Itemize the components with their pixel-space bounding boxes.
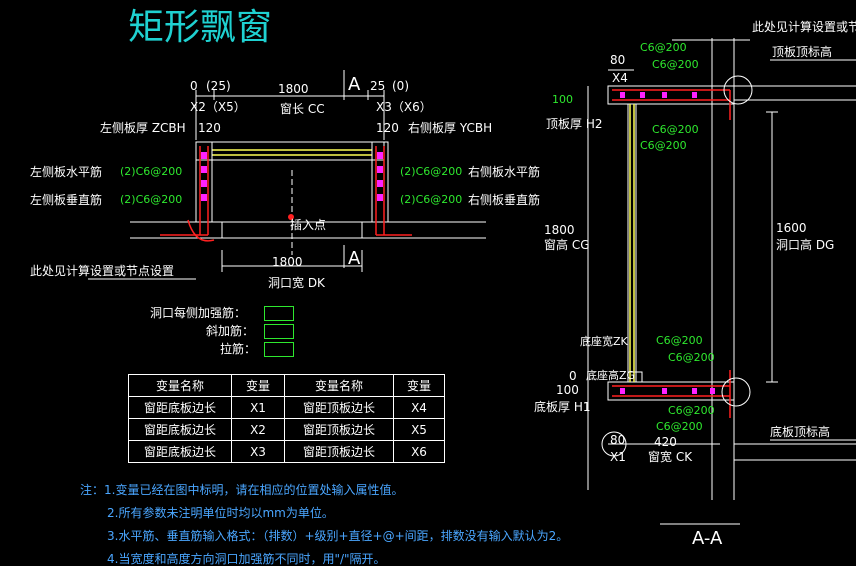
label-x2: X2（X5）	[190, 100, 246, 114]
plan-rebar	[160, 146, 412, 242]
label-window-length: 窗长 CC	[280, 102, 325, 116]
dim-cg: 1800	[544, 223, 575, 237]
section-rebar	[601, 75, 753, 457]
label-left-v-bar: 左侧板垂直筋	[30, 193, 103, 207]
table-header: 变量名称	[128, 374, 232, 397]
label-base-height: 底座高ZG	[586, 369, 636, 382]
dim-window-length: 1800	[278, 82, 309, 96]
rebar-c6-8: C6@200	[656, 420, 703, 433]
value-left-h-bar: (2)C6@200	[120, 165, 183, 178]
table-cell: 窗距顶板边长	[284, 418, 394, 441]
label-ck: 窗宽 CK	[648, 450, 693, 464]
table-cell: 窗距底板边长	[128, 440, 232, 463]
value-left-v-bar: (2)C6@200	[120, 193, 183, 206]
rebar-c6-3: C6@200	[652, 123, 699, 136]
label-tie-rebar: 拉筋：	[220, 342, 257, 356]
section-title-aa: A-A	[692, 528, 723, 549]
dim-80-top: 80	[610, 53, 626, 67]
table-cell: X6	[393, 440, 445, 463]
note-2: 2.所有参数未注明单位时均以mm为单位。	[107, 506, 334, 520]
dim-x6-top: (0)	[392, 79, 409, 93]
label-left-thickness: 左侧板厚 ZCBH	[100, 121, 186, 135]
table-header: 变量	[393, 374, 445, 397]
side-rebar-input[interactable]	[264, 306, 294, 321]
label-side-rebar: 洞口每侧加强筋：	[150, 306, 247, 320]
note-3: 3.水平筋、垂直筋输入格式：（排数）+级别+直径+@+间距，排数没有输入默认为2…	[107, 529, 569, 543]
table-row: 窗距底板边长 X2 窗距顶板边长 X5	[128, 418, 445, 441]
rebar-c6-5: C6@200	[656, 334, 703, 347]
label-bottom-slab-top: 底板顶标高	[770, 425, 831, 439]
rebar-c6-4: C6@200	[640, 139, 687, 152]
label-insert-point: 插入点	[290, 218, 327, 232]
note-4: 4.当宽度和高度方向洞口加强筋不同时，用"/"隔开。	[107, 552, 386, 566]
diag-rebar-input[interactable]	[264, 324, 294, 339]
page-title: 矩形飘窗	[128, 7, 273, 48]
table-cell: X1	[231, 396, 285, 419]
rebar-c6-6: C6@200	[668, 351, 715, 364]
table-header-row: 变量名称 变量 变量名称 变量	[128, 374, 445, 397]
dim-opening-width: 1800	[272, 255, 303, 269]
table-row: 窗距底板边长 X1 窗距顶板边长 X4	[128, 396, 445, 419]
label-dg: 洞口高 DG	[776, 238, 835, 252]
rebar-c6-7: C6@200	[668, 404, 715, 417]
section-mark-top: A	[348, 74, 361, 95]
label-right-h-bar: 右侧板水平筋	[468, 165, 541, 179]
dim-dg: 1600	[776, 221, 807, 235]
label-right-v-bar: 右侧板垂直筋	[468, 193, 541, 207]
label-h1: 底板厚 H1	[534, 400, 591, 414]
table-header: 变量	[231, 374, 285, 397]
dim-h1: 100	[556, 383, 579, 397]
table-row: 窗距底板边长 X3 窗距顶板边长 X6	[128, 440, 445, 463]
table-cell: X5	[393, 418, 445, 441]
dim-80-bottom: 80	[610, 433, 626, 447]
value-right-h-bar: (2)C6@200	[400, 165, 463, 178]
label-diag-rebar: 斜加筋：	[206, 324, 255, 338]
table-cell: 窗距底板边长	[128, 396, 232, 419]
plan-view	[88, 70, 486, 280]
table-cell: X3	[231, 440, 285, 463]
tie-rebar-input[interactable]	[264, 342, 294, 357]
label-x4: X4	[612, 71, 628, 85]
table-header: 变量名称	[284, 374, 394, 397]
section-mark-bottom: A	[348, 248, 361, 269]
table-cell: 窗距顶板边长	[284, 440, 394, 463]
value-right-v-bar: (2)C6@200	[400, 193, 463, 206]
variables-table: 变量名称 变量 变量名称 变量 窗距底板边长 X1 窗距顶板边长 X4 窗距底板…	[128, 374, 445, 463]
label-x3: X3（X6）	[376, 100, 432, 114]
dim-420: 420	[654, 435, 677, 449]
table-cell: 窗距底板边长	[128, 418, 232, 441]
rebar-c6-1: C6@200	[640, 41, 687, 54]
table-cell: X2	[231, 418, 285, 441]
label-left-h-bar: 左侧板水平筋	[30, 165, 103, 179]
label-h2: 顶板厚 H2	[546, 117, 603, 131]
label-cg: 窗高 CG	[544, 238, 590, 252]
label-base-width: 底座宽ZK	[580, 335, 628, 348]
section-view	[587, 38, 856, 525]
label-x1: X1	[610, 450, 626, 464]
table-cell: 窗距顶板边长	[284, 396, 394, 419]
label-opening-width: 洞口宽 DK	[268, 276, 325, 290]
dim-x5-top: (25)	[206, 79, 231, 93]
label-top-slab-top: 顶板顶标高	[772, 45, 833, 59]
label-right-thickness: 右侧板厚 YCBH	[408, 121, 493, 135]
value-left-thickness: 120	[198, 121, 221, 135]
link-section-calc-settings[interactable]: 此处见计算设置或节点设置	[752, 20, 856, 34]
dim-x3-top: 25	[370, 79, 386, 93]
note-1: 注：1.变量已经在图中标明，请在相应的位置处输入属性值。	[80, 483, 404, 497]
link-calc-settings[interactable]: 此处见计算设置或节点设置	[30, 264, 175, 278]
dim-h1-zero: 0	[569, 369, 577, 383]
dim-h2: 100	[552, 93, 573, 106]
value-right-thickness: 120	[376, 121, 399, 135]
table-cell: X4	[393, 396, 445, 419]
rebar-c6-2: C6@200	[652, 58, 699, 71]
dim-x2-top: 0	[190, 79, 198, 93]
